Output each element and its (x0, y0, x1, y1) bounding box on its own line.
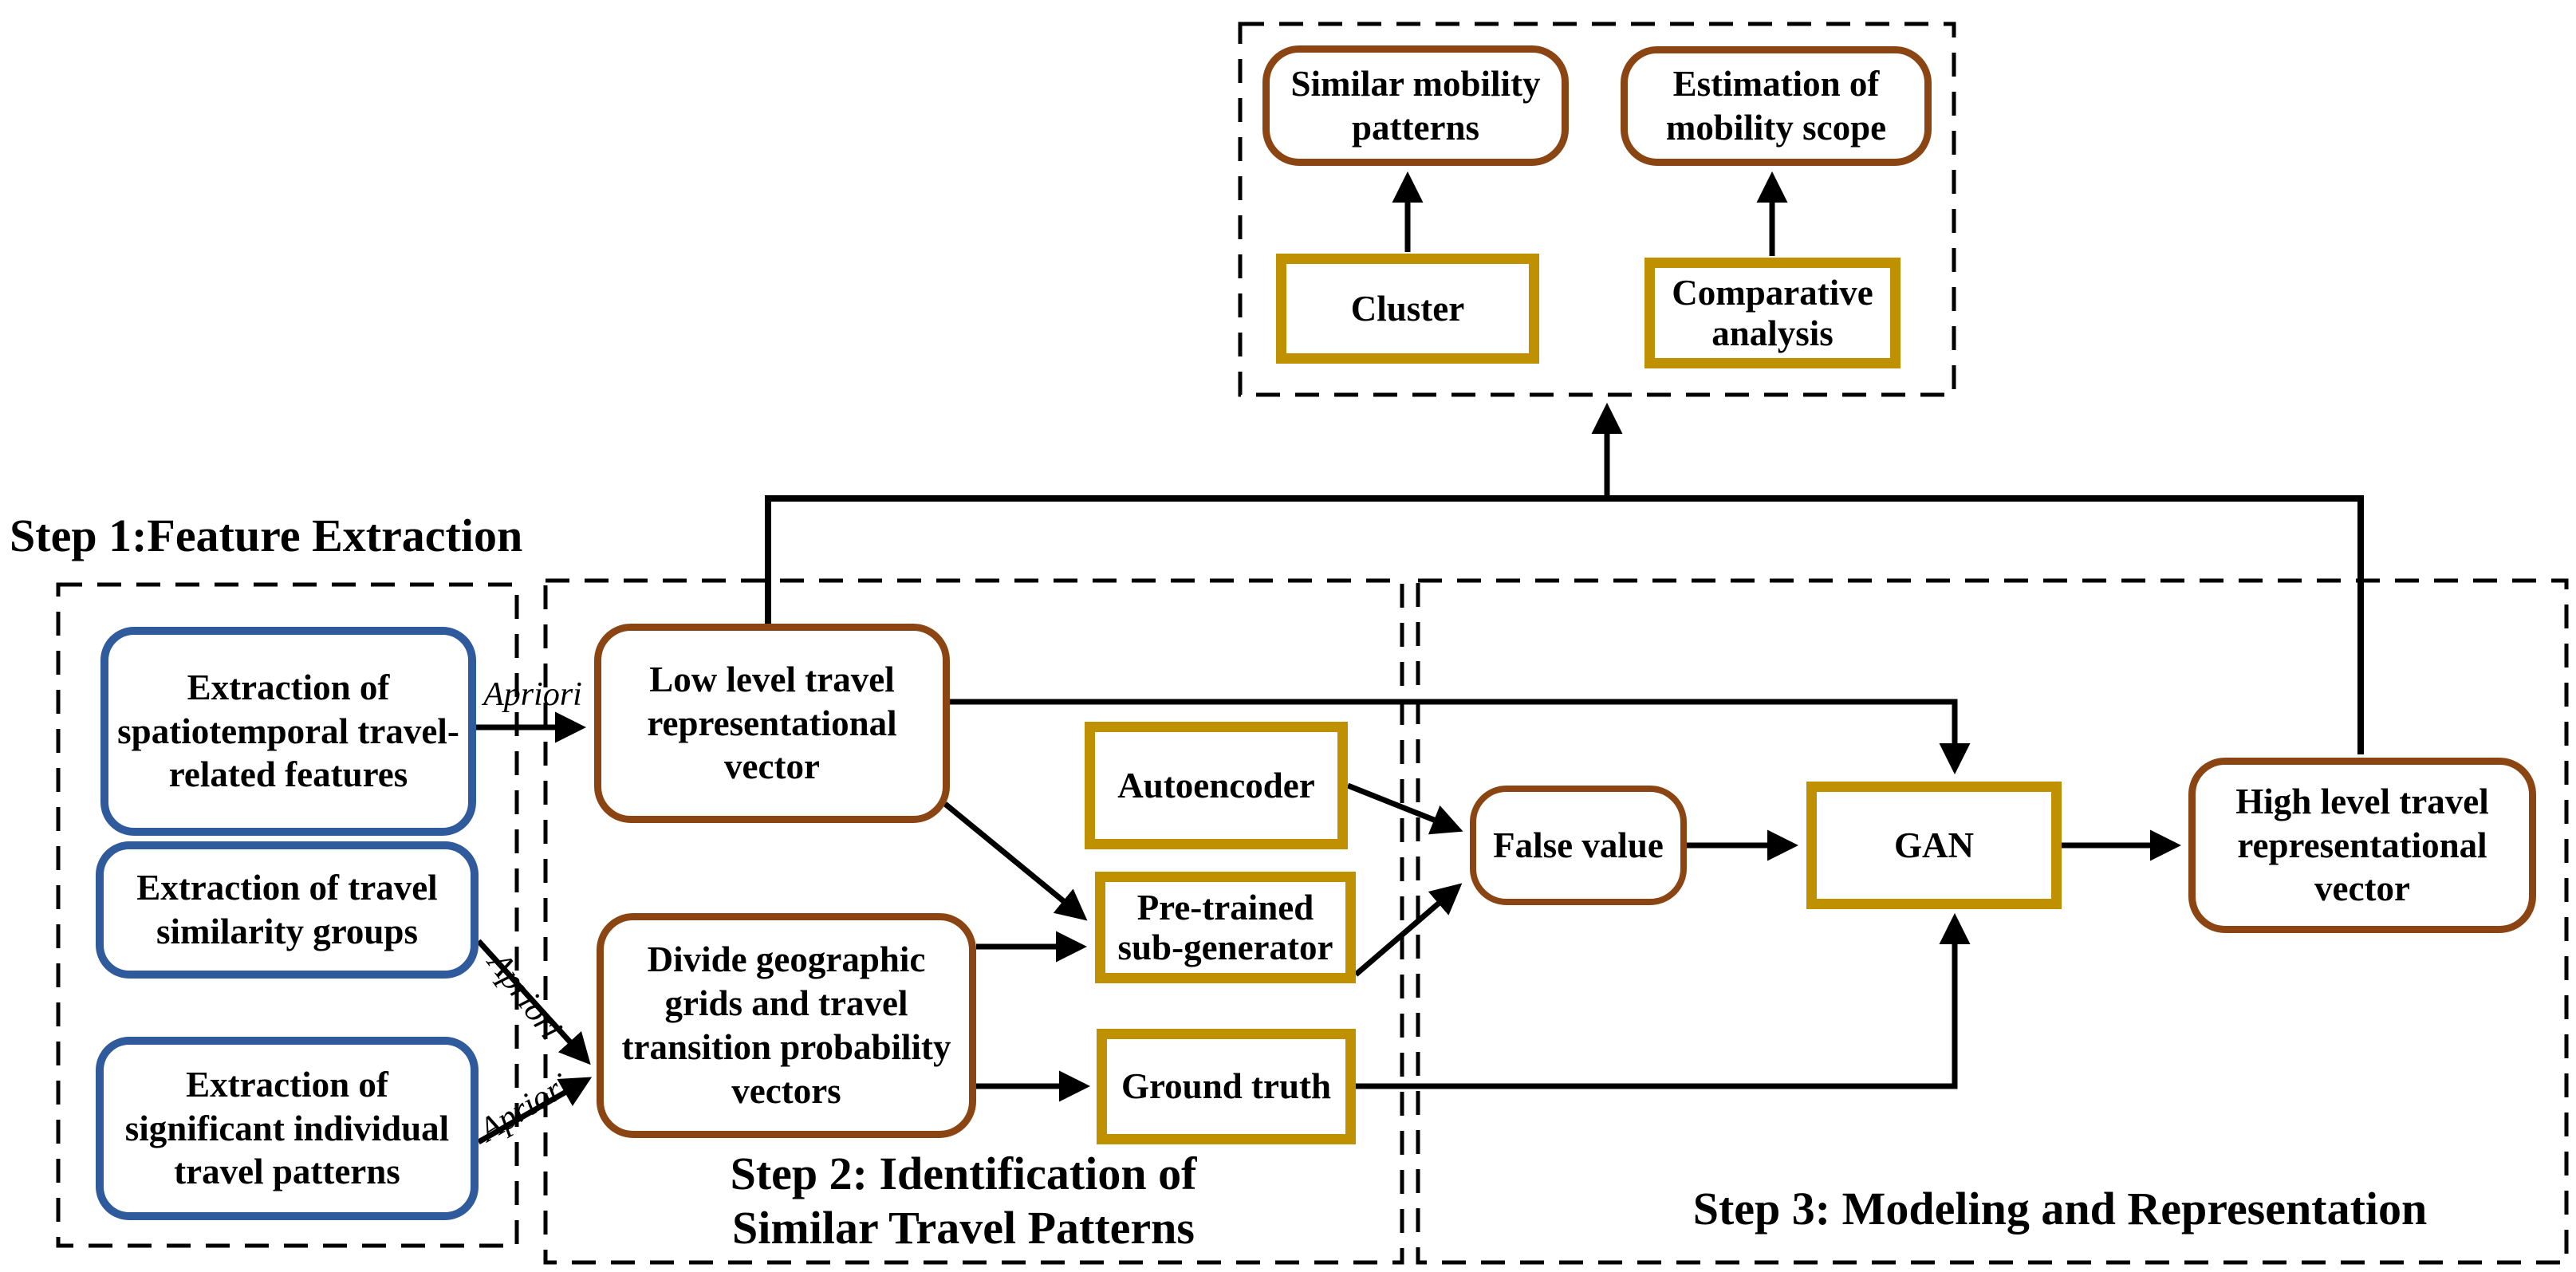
high-level-vector-box: High level travel representational vecto… (2188, 758, 2536, 933)
step1-module-frame (56, 582, 519, 1248)
edge-lowlevel-to-gan (950, 699, 1971, 775)
edge-individual-to-divide (477, 1077, 593, 1145)
edge-similarity-to-divide (476, 939, 591, 1065)
extraction-spatiotemporal-box: Extraction of spatiotemporal travel- rel… (100, 627, 476, 836)
apriori-label-1: Apriori (483, 676, 582, 713)
edge-groundtruth-to-gan (1356, 912, 1971, 1089)
evaluation-module-frame (1238, 22, 1956, 397)
step3-title: Step 3: Modeling and Representation (1692, 1183, 2428, 1235)
step1-title: Step 1:Feature Extraction (10, 510, 523, 561)
cluster-box: Cluster (1276, 254, 1539, 364)
pretrained-subgenerator-box: Pre-trained sub-generator (1095, 872, 1356, 983)
step3-module-frame (1416, 578, 2569, 1265)
comparative-analysis-box: Comparative analysis (1644, 258, 1900, 368)
edge-lowlevel-to-pretrained (943, 801, 1088, 921)
estimation-mobility-scope-box: Estimation of mobility scope (1621, 46, 1932, 166)
extraction-similarity-groups-box: Extraction of travel similarity groups (96, 841, 479, 979)
autoencoder-box: Autoencoder (1085, 722, 1348, 849)
extraction-individual-patterns-box: Extraction of significant individual tra… (96, 1037, 479, 1220)
edge-vectors-collector (765, 495, 2364, 754)
divide-geographic-grids-box: Divide geographic grids and travel trans… (597, 913, 976, 1138)
step2-module-frame (543, 578, 1404, 1265)
edge-pretrained-to-falsevalue (1353, 883, 1463, 977)
ground-truth-box: Ground truth (1097, 1029, 1356, 1144)
gan-box: GAN (1806, 782, 2062, 909)
similar-mobility-patterns-box: Similar mobility patterns (1262, 45, 1569, 166)
false-value-box: False value (1470, 786, 1687, 905)
edge-autoencoder-to-falsevalue (1346, 782, 1463, 835)
low-level-vector-box: Low level travel representational vector (594, 624, 950, 823)
step2-title: Step 2: Identification of Similar Travel… (730, 1148, 1197, 1254)
